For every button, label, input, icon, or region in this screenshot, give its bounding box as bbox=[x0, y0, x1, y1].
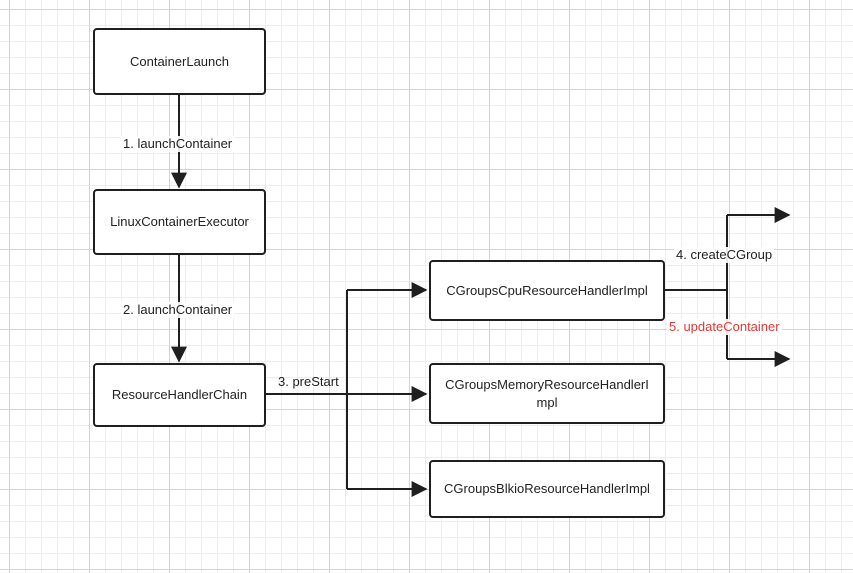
edge-label-step4: 4. createCGroup bbox=[674, 247, 775, 263]
resource-handler-chain-label: ResourceHandlerChain bbox=[111, 387, 248, 402]
cgroups-blkio-handler-node[interactable]: CGroupsBlkioResourceHandlerImpl bbox=[429, 460, 665, 518]
cgroups-memory-handler-label-line2: mpl bbox=[536, 394, 558, 410]
edge-label-step3: 3. preStart bbox=[278, 374, 339, 389]
cgroups-cpu-handler-node[interactable]: CGroupsCpuResourceHandlerImpl bbox=[429, 260, 665, 321]
cgroups-memory-handler-node[interactable]: CGroupsMemoryResourceHandlerI mpl bbox=[429, 363, 665, 424]
cgroups-memory-handler-label-line1: CGroupsMemoryResourceHandlerI bbox=[445, 376, 649, 392]
edge-label-step1: 1. launchContainer bbox=[121, 136, 235, 152]
edge-label-step5: 5. updateContainer bbox=[667, 319, 782, 335]
container-launch-label: ContainerLaunch bbox=[129, 53, 230, 69]
cgroups-cpu-handler-label: CGroupsCpuResourceHandlerImpl bbox=[446, 282, 648, 298]
resource-handler-chain-node[interactable]: ResourceHandlerChain bbox=[93, 363, 266, 427]
container-launch-node[interactable]: ContainerLaunch bbox=[93, 28, 266, 95]
edge-label-step2: 2. launchContainer bbox=[121, 302, 235, 318]
linux-container-executor-label: LinuxContainerExecutor bbox=[110, 214, 249, 229]
linux-container-executor-node[interactable]: LinuxContainerExecutor bbox=[93, 189, 266, 255]
cgroups-blkio-handler-label: CGroupsBlkioResourceHandlerImpl bbox=[444, 481, 650, 496]
